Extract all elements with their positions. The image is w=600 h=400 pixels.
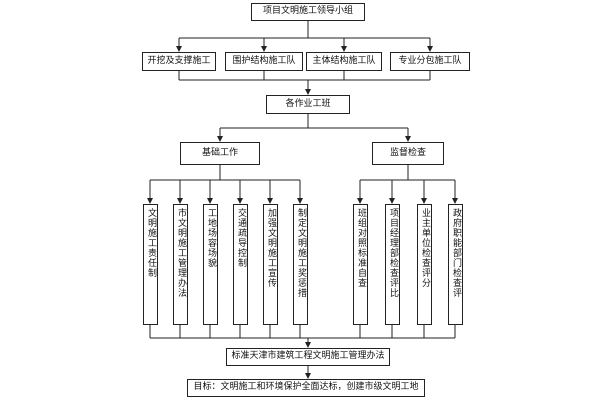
- basic-item-box-2: 市文明施工管理办法: [173, 204, 188, 325]
- work-groups-box: 各作业工班: [266, 95, 350, 114]
- basic-item-label-4: 交通疏导控制: [236, 208, 246, 268]
- basic-item-label-2: 市文明施工管理办法: [176, 208, 186, 298]
- standard-box: 标准天津市建筑工程文明施工管理办法: [226, 348, 390, 366]
- team-box-main-structure: 主体结构施工队: [306, 52, 382, 71]
- basic-item-box-5: 加强文明施工宣传: [263, 204, 278, 325]
- supervision-item-label-3: 业主单位检查评分: [420, 208, 430, 288]
- goal-box: 目标：文明施工和环境保护全面达标，创建市级文明工地: [187, 379, 425, 397]
- team-label-enclosure: 围护结构施工队: [232, 55, 296, 66]
- supervision-item-box-2: 项目经理部检查评比: [385, 204, 400, 325]
- supervision-box: 监督检查: [372, 142, 444, 165]
- team-box-enclosure: 围护结构施工队: [225, 52, 303, 71]
- basic-work-box: 基础工作: [180, 142, 260, 165]
- basic-item-label-1: 文明施工责任制: [146, 208, 156, 278]
- basic-item-box-3: 工地场容场貌: [203, 204, 218, 325]
- basic-item-box-4: 交通疏导控制: [233, 204, 248, 325]
- supervision-label: 监督检查: [389, 147, 426, 158]
- supervision-item-label-1: 班组对照标准自查: [356, 208, 366, 288]
- team-box-subcontract: 专业分包施工队: [390, 52, 470, 71]
- supervision-item-box-1: 班组对照标准自查: [353, 204, 368, 325]
- basic-work-label: 基础工作: [201, 147, 238, 158]
- leadership-group-box: 项目文明施工领导小组: [251, 3, 365, 21]
- leadership-group-label: 项目文明施工领导小组: [262, 6, 353, 17]
- goal-label: 目标：文明施工和环境保护全面达标，创建市级文明工地: [193, 382, 419, 393]
- basic-item-label-5: 加强文明施工宣传: [266, 208, 276, 288]
- supervision-item-label-4: 政府职能部门检查评: [451, 208, 461, 298]
- basic-item-label-3: 工地场容场貌: [206, 208, 216, 268]
- basic-item-label-6: 制定文明施工奖惩措: [296, 208, 306, 298]
- basic-item-box-1: 文明施工责任制: [143, 204, 158, 325]
- team-label-excavation: 开挖及支撑施工: [147, 55, 211, 66]
- team-label-subcontract: 专业分包施工队: [398, 55, 462, 66]
- team-box-excavation: 开挖及支撑施工: [142, 52, 216, 71]
- standard-label: 标准天津市建筑工程文明施工管理办法: [231, 351, 385, 362]
- supervision-item-box-3: 业主单位检查评分: [417, 204, 432, 325]
- supervision-item-box-4: 政府职能部门检查评: [448, 204, 463, 325]
- supervision-item-label-2: 项目经理部检查评比: [388, 208, 398, 298]
- basic-item-box-6: 制定文明施工奖惩措: [293, 204, 308, 325]
- team-label-main-structure: 主体结构施工队: [312, 55, 376, 66]
- work-groups-label: 各作业工班: [285, 98, 331, 109]
